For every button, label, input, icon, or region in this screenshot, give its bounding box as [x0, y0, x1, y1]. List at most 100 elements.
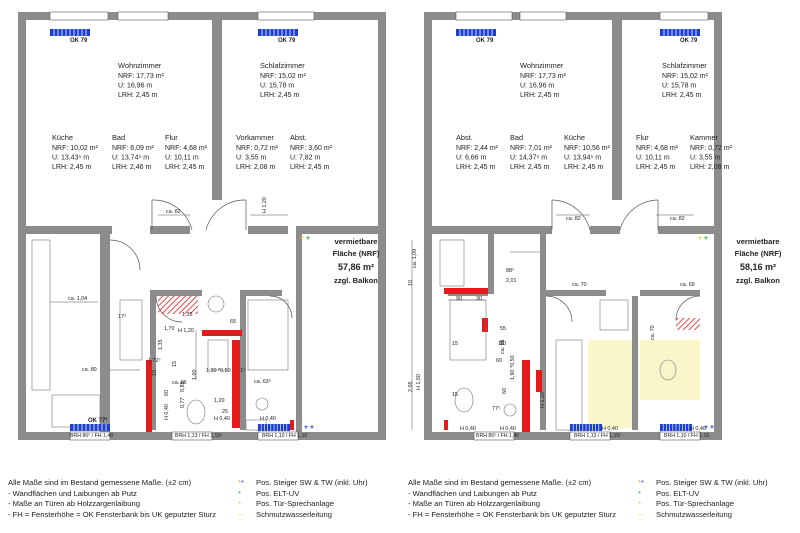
- svg-text:*: *: [704, 424, 708, 435]
- room-detail: U: 16,96 m: [118, 83, 152, 90]
- room-detail: NRF: 3,60 m²: [290, 145, 333, 152]
- room-detail: NRF: 10,02 m²: [52, 145, 99, 152]
- room-detail: U: 13,74⁵ m: [112, 155, 149, 162]
- legend-line: - Wandflächen und Laibungen ab Putz: [408, 488, 537, 498]
- dimension-label: ca. 82: [566, 216, 581, 222]
- dimension-label: 15: [498, 341, 504, 347]
- room-name: Kammer: [690, 133, 718, 142]
- room-name: Schlafzimmer: [260, 61, 305, 70]
- room-detail: LRH: 2,08 m: [236, 164, 275, 171]
- room-detail: U: 10,11 m: [165, 155, 199, 162]
- room-detail: LRH: 2,45 m: [564, 164, 603, 171]
- room-detail: LRH: 2,45 m: [520, 92, 559, 99]
- dimension-label: 25: [222, 409, 228, 415]
- dimension-label: H 0,40: [164, 404, 170, 420]
- legend-key: Pos. ELT-UV: [256, 488, 300, 498]
- svg-text:*: *: [710, 424, 714, 435]
- dimension-label: 15: [172, 361, 178, 367]
- dimension-label: H 1,20: [540, 392, 546, 408]
- window-tag: OK 79: [70, 38, 88, 44]
- plan-right: * * * *: [411, 11, 722, 441]
- legend-line: Alle Maße sind im Bestand gemessene Maße…: [408, 478, 592, 487]
- dimension-label: ca. 70: [650, 325, 656, 340]
- dimension-label: 0,77: [180, 398, 186, 409]
- yellow-star-icon: *: [300, 235, 304, 246]
- room-detail: U: 16,96 m: [520, 83, 554, 90]
- brh-label: BRH 1,10 / FH 1,16: [664, 433, 709, 439]
- dimension-label: 30: [476, 296, 482, 302]
- dimension-label: 88⁵: [506, 268, 514, 274]
- legend-notes-left: Alle Maße sind im Bestand gemessene Maße…: [8, 478, 216, 520]
- room-name: Küche: [564, 133, 585, 142]
- room-detail: LRH: 2,45 m: [456, 164, 495, 171]
- blue-star-icon: *: [304, 424, 308, 435]
- legend-key: Pos. Steiger SW & TW (inkl. Uhr): [656, 478, 768, 487]
- room-detail: NRF: 2,44 m²: [456, 145, 499, 152]
- room-detail: NRF: 4,68 m²: [165, 145, 208, 152]
- legend-line: - Maße an Türen ab Holzzargenlaibung: [8, 499, 140, 508]
- room-detail: U: 15,78 m: [260, 83, 294, 90]
- elt-star-icon: *: [238, 488, 241, 498]
- dimension-label: H 0,40: [214, 416, 230, 422]
- dimension-label: 15: [452, 341, 458, 347]
- svg-text:*: *: [310, 424, 314, 435]
- room-detail: LRH: 2,45 m: [118, 92, 157, 99]
- dimension-label: ca. 70: [572, 282, 587, 288]
- area-note: zzgl. Balkon: [334, 276, 378, 285]
- room-detail: LRH: 2,45 m: [165, 164, 204, 171]
- room-detail: LRH: 2,45 m: [290, 164, 329, 171]
- room-detail: LRH: 2,45 m: [52, 164, 91, 171]
- dimension-label: 70: [500, 341, 506, 347]
- room-name: Flur: [636, 133, 649, 142]
- brh-label: BRH 1,10 / FH 1,16: [262, 433, 307, 439]
- dimension-label: 10: [408, 280, 414, 286]
- plan-left: * * * *: [18, 11, 386, 441]
- svg-text:*: *: [698, 235, 702, 246]
- dimension-label: H 0,40: [602, 426, 618, 432]
- dimension-label: 1,72⁵: [148, 358, 161, 364]
- legend-key: Schmutzwasserleitung: [656, 509, 732, 519]
- dimension-label: 1,30 *0,50: [206, 368, 231, 374]
- door-intercom-star-icon: *: [638, 499, 641, 508]
- dimension-label: 15: [152, 370, 158, 376]
- room-name: Wohnzimmer: [118, 61, 162, 70]
- dimension-label: 1⁵: [240, 368, 245, 374]
- dimension-label: H 0,40: [500, 426, 516, 432]
- red-elements: [146, 296, 294, 432]
- legend-keys-right: **Pos. Steiger SW & TW (inkl. Uhr) *Pos.…: [638, 478, 768, 520]
- dimension-label: 1,35: [158, 340, 164, 351]
- room-name: Flur: [165, 133, 178, 142]
- window-tag: OK 77²: [88, 417, 107, 424]
- room-name: Bad: [112, 133, 125, 142]
- window-tag: OK 79: [476, 38, 494, 44]
- legend-notes-right: Alle Maße sind im Bestand gemessene Maße…: [408, 478, 616, 520]
- dimension-label: ca. 69: [680, 282, 695, 288]
- dimension-label: 1,90 *0,50: [510, 355, 516, 380]
- dimension-label: H 0,40: [260, 416, 276, 422]
- steiger-star-icon: **: [238, 478, 244, 487]
- dimension-label: 1,35: [182, 312, 193, 318]
- brh-label: BRH 86⁵ / FH 1,40: [476, 433, 519, 439]
- dimension-label: ca. 82: [670, 216, 685, 222]
- area-value: 57,86 m²: [338, 262, 374, 272]
- legend-key: Pos. Tür-Sprechanlage: [656, 499, 734, 508]
- room-name: Küche: [52, 133, 73, 142]
- room-detail: LRH: 2,45 m: [636, 164, 675, 171]
- room-detail: LRH: 2,08 m: [690, 164, 729, 171]
- door-intercom-star-icon: *: [238, 499, 241, 508]
- room-detail: LRH: 2,45 m: [510, 164, 549, 171]
- area-value: 58,16 m²: [740, 262, 776, 272]
- dimension-label: 55: [500, 326, 506, 332]
- dimension-label: 1,00: [192, 370, 198, 381]
- area-note: zzgl. Balkon: [736, 276, 780, 285]
- wastewater-line-icon: --: [638, 509, 644, 519]
- wastewater-line-icon: --: [238, 509, 244, 519]
- dimension-label: 1,20: [214, 398, 225, 404]
- room-detail: NRF: 4,68 m²: [636, 145, 679, 152]
- dimension-label: 17⁵: [118, 314, 126, 320]
- room-detail: U: 6,66 m: [456, 155, 487, 162]
- dimension-label: 2,05: [408, 382, 414, 393]
- green-star-icon: *: [306, 235, 310, 246]
